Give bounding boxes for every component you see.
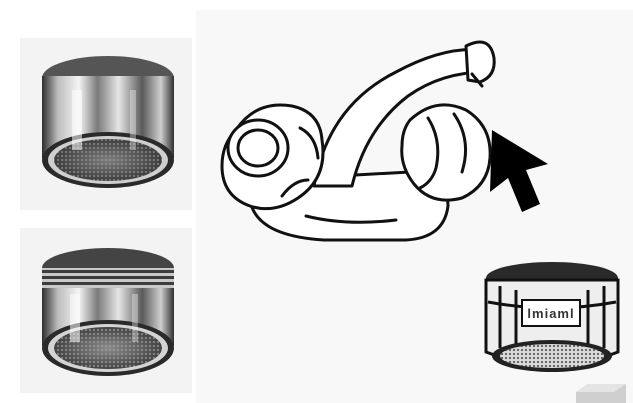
aerator-bottom-panel <box>20 228 192 393</box>
aerator-insert-icon: lmiaml <box>476 252 626 384</box>
arrow-panel <box>478 130 558 220</box>
corner-block <box>576 384 626 403</box>
chrome-aerator-icon <box>20 228 192 393</box>
aerator-insert-panel: lmiaml <box>476 252 626 384</box>
chrome-aerator-icon <box>20 38 192 210</box>
aerator-top-panel <box>20 38 192 210</box>
brand-label: lmiaml <box>527 306 574 321</box>
up-arrow-icon <box>478 130 558 220</box>
